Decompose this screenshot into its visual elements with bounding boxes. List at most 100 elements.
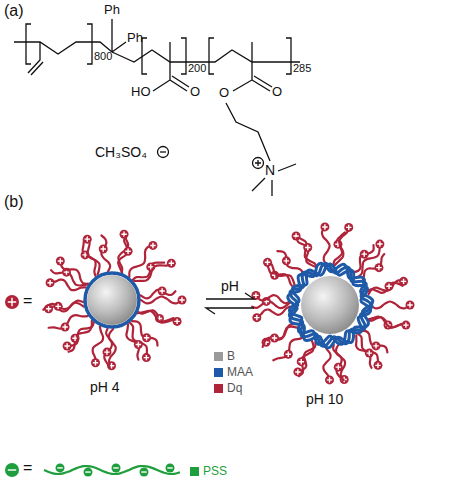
bead-circle [284,350,293,359]
dq-chain [363,254,385,281]
bracket [286,38,291,74]
bead-circle [373,361,382,370]
charge-bead [385,282,394,291]
bead-circle [293,367,302,376]
bead-circle [166,463,175,472]
charge-bead [372,341,381,350]
bead-circle [142,333,151,342]
bead-circle [148,241,157,250]
bead-circle [91,358,100,367]
charge-bead [5,463,19,477]
charge-bead [178,296,187,305]
plus-sign [169,261,174,266]
charge-bead [166,463,175,472]
label-text: pH [221,279,239,294]
bead-circle [320,222,329,231]
label-text: 285 [293,62,311,74]
charge-bead [360,250,369,259]
plus-sign [373,343,378,348]
bead-circle [252,313,261,322]
plus-sign [284,258,289,263]
bead-circle [360,250,369,259]
plus-sign [367,350,372,355]
label-text: O [219,86,229,100]
legend-text: PSS [203,465,227,478]
plus-sign [407,302,412,307]
charge-bead [401,321,410,330]
charge-bead [56,256,65,265]
minus-sign [85,471,90,472]
charge-bead [134,340,143,349]
bead-circle [56,256,65,265]
label-text: 800 [94,50,112,62]
label-text: pH 10 [306,392,343,407]
label-text: = [23,292,32,310]
plus-sign [346,225,351,230]
dq-chain [67,323,94,346]
b-core [87,275,137,325]
bead-circle [325,375,334,384]
bead-circle [374,263,383,272]
bead-circle [282,256,291,265]
plus-sign [104,349,109,354]
dq-chain [256,295,290,303]
plus-sign [336,364,341,369]
plus-sign [362,251,367,256]
plus-sign [47,280,52,285]
plus-sign [58,258,63,263]
legend-text: B [227,350,235,363]
minus-sign [160,151,166,152]
legend-text: Dq [227,382,242,395]
bead-circle [401,321,410,330]
bracket [209,38,214,74]
charge-bead [54,302,63,311]
label-text: (b) [4,193,24,211]
micelle-ph10 [251,222,414,384]
charge-bead [142,353,151,362]
anion-charge [158,147,169,158]
label-text: Ph [104,3,120,17]
minus-sign [141,471,146,472]
maa-shell [85,273,139,327]
plus-sign [64,343,69,348]
plus-sign [265,260,270,265]
charge-bead [270,334,279,343]
bead-circle [54,302,63,311]
bead-circle [406,301,415,310]
legend-swatch [214,352,223,361]
reverse-arrow [206,308,254,314]
charge-bead [344,223,353,232]
bead-circle [385,282,394,291]
legend-swatch [214,368,223,377]
label-text: pH 4 [90,380,120,395]
charge-bead [365,349,374,358]
label-text: 200 [188,62,206,74]
plus-sign [136,342,141,347]
charge-bead [99,245,108,254]
legend-swatch [214,384,223,393]
plus-sign [376,265,381,270]
dq-chain [358,244,380,277]
charge-bead [263,258,272,267]
equilibrium-arrows [206,293,254,314]
plus-sign [93,360,98,365]
charge-bead [320,222,329,231]
bead-circle [84,468,93,477]
carboxyl-bond [153,42,189,91]
charge-bead [56,463,65,472]
backbone-bond [112,50,300,62]
dq-chain [134,263,171,281]
plus-sign [253,293,258,298]
plus-sign [55,304,60,309]
charge-bead [373,361,382,370]
dq-chain [356,335,371,367]
dq-chain [369,280,404,294]
plus-sign [62,324,67,329]
dq-chain [297,238,317,267]
bracket [87,24,92,64]
bead-circle [263,258,272,267]
bead-circle [344,223,353,232]
bead-circle [99,245,108,254]
cation-charge [253,158,264,169]
